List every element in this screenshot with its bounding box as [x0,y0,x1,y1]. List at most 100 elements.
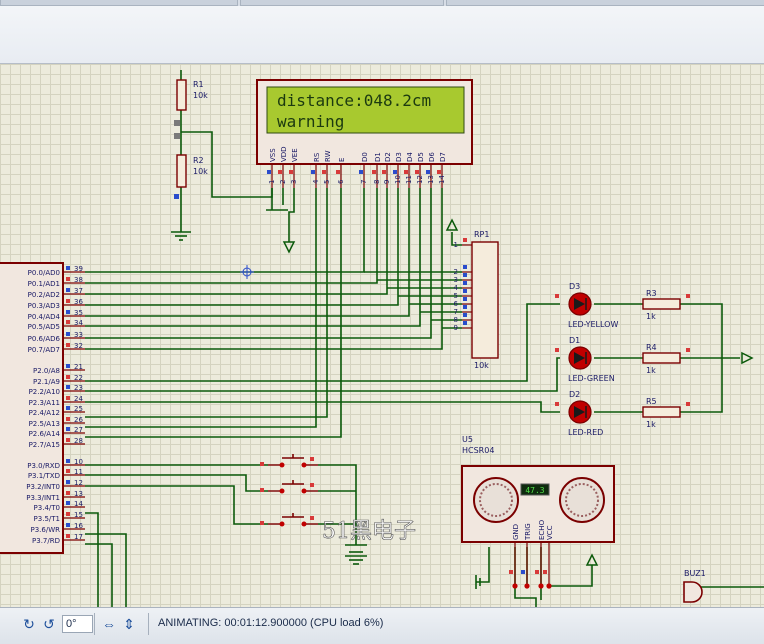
svg-text:RP1: RP1 [474,230,489,239]
svg-text:U5: U5 [462,435,473,444]
pin-state-marker [437,170,441,174]
pin-state-marker [66,310,70,314]
lcd-line-1: distance:048.2cm [277,91,431,110]
sensor-pin-label: VCC [546,525,554,540]
mcu-pin-number: 27 [74,426,83,434]
pin-state-marker [310,483,314,487]
pin-state-marker [310,457,314,461]
probe-crosshair-icon[interactable] [240,265,254,279]
tab-right[interactable] [446,0,764,6]
mcu-pin-number: 39 [74,265,83,273]
svg-text:1k: 1k [646,312,656,321]
push-button[interactable] [260,480,318,494]
lcd-pin-number: 9 [383,180,391,184]
push-button[interactable] [260,513,318,527]
pin-state-marker [686,294,690,298]
resistor-r4[interactable]: R4 1k [642,343,681,375]
pin-state-marker [359,170,363,174]
lcd-pin-number: 1 [268,180,276,184]
tab-middle[interactable] [240,0,444,6]
ultrasonic-sensor[interactable]: U5 HCSR04 47.3 [461,435,615,543]
mcu-pin-number: 36 [74,298,83,306]
pin-state-marker [521,570,525,574]
sensor-readout: 47.3 [525,486,544,495]
mirror-vertical-icon[interactable]: ⇕ [123,615,135,632]
svg-text:BUZ1: BUZ1 [684,569,706,578]
resistor-r3[interactable]: R3 1k [642,289,681,321]
pin-state-marker [66,491,70,495]
push-button[interactable] [260,454,318,468]
mcu-port-label: P3.4/T0 [34,504,60,512]
pin-state-marker [555,402,559,406]
pin-state-marker [66,375,70,379]
schematic-canvas[interactable]: R1 10k R2 10k distance:048.2cm warning V… [0,64,764,607]
led-type-label: LED-RED [568,428,603,437]
pin-state-marker [463,265,467,269]
pin-state-marker [66,480,70,484]
resistor-r2[interactable]: R2 10k [176,154,208,188]
pin-state-marker [372,170,376,174]
rotate-cw-icon[interactable]: ↻ [23,615,35,632]
simulation-status: ANIMATING: 00:01:12.900000 (CPU load 6%) [158,617,384,629]
mcu-pin-number: 14 [74,500,83,508]
lcd-pin-number: 7 [360,180,368,184]
sensor-pin-label: GND [512,524,520,540]
wires [85,70,764,607]
pin-state-marker [555,294,559,298]
separator [94,613,95,635]
pin-state-marker [66,364,70,368]
pin-state-marker [66,417,70,421]
ground-symbol-2 [345,555,367,565]
pin-state-marker [509,570,513,574]
mcu-pin-number: 34 [74,319,83,327]
lcd-pin-number: 3 [290,180,298,184]
microcontroller-8051[interactable] [0,262,64,554]
status-bar: ↻ ↺ 0° ⇔ ⇕ ANIMATING: 00:01:12.900000 (C… [0,607,764,644]
mcu-pin-number: 17 [74,533,83,541]
svg-text:R4: R4 [646,343,657,352]
mcu-pin-number: 16 [74,522,83,530]
pin-state-marker [535,570,539,574]
lcd-pin-number: 12 [416,175,424,184]
resistor-pack-rp1[interactable]: RP1 10k [471,230,499,370]
mcu-pin-number: 32 [74,342,83,350]
mcu-port-label: P0.4/AD4 [28,313,61,321]
pin-state-marker [267,170,271,174]
rotation-angle-field[interactable]: 0° [62,615,93,633]
lcd-pin-label: D0 [361,152,369,162]
resistor-r5[interactable]: R5 1k [642,397,681,429]
led-name: D1 [569,336,580,345]
pin-state-marker [66,277,70,281]
rotate-ccw-icon[interactable]: ↺ [43,615,55,632]
lcd-pin-label: D1 [374,152,382,162]
mcu-pin-number: 28 [74,437,83,445]
mcu-port-label: P0.5/AD5 [28,323,60,331]
mcu-pin-number: 11 [74,468,83,476]
pin-state-marker [426,170,430,174]
pin-state-marker [463,238,467,242]
mcu-pin-number: 33 [74,331,83,339]
mcu-port-label: P2.4/A12 [29,409,60,417]
pin-state-marker [66,523,70,527]
lcd-display[interactable]: distance:048.2cm warning [256,79,473,165]
lcd-pin-number: 8 [373,180,381,184]
lcd-pin-label: D7 [439,152,447,162]
rp1-pin-number: 8 [454,316,458,324]
pin-state-marker [66,320,70,324]
buzzer[interactable]: BUZ1 [683,569,706,603]
resistor-r1[interactable]: R1 10k [176,79,208,111]
rp1-pin-number: 7 [454,308,458,316]
mirror-horizontal-icon[interactable]: ⇔ [102,616,116,632]
pin-state-marker [463,297,467,301]
sensor-pin-terminal [546,583,552,589]
pin-state-marker [555,348,559,352]
mcu-port-label: P0.3/AD3 [28,302,60,310]
rp1-pin-number: 1 [454,241,458,249]
tab-left[interactable] [0,0,238,6]
svg-text:R1: R1 [193,80,204,89]
svg-text:10k: 10k [474,361,489,370]
